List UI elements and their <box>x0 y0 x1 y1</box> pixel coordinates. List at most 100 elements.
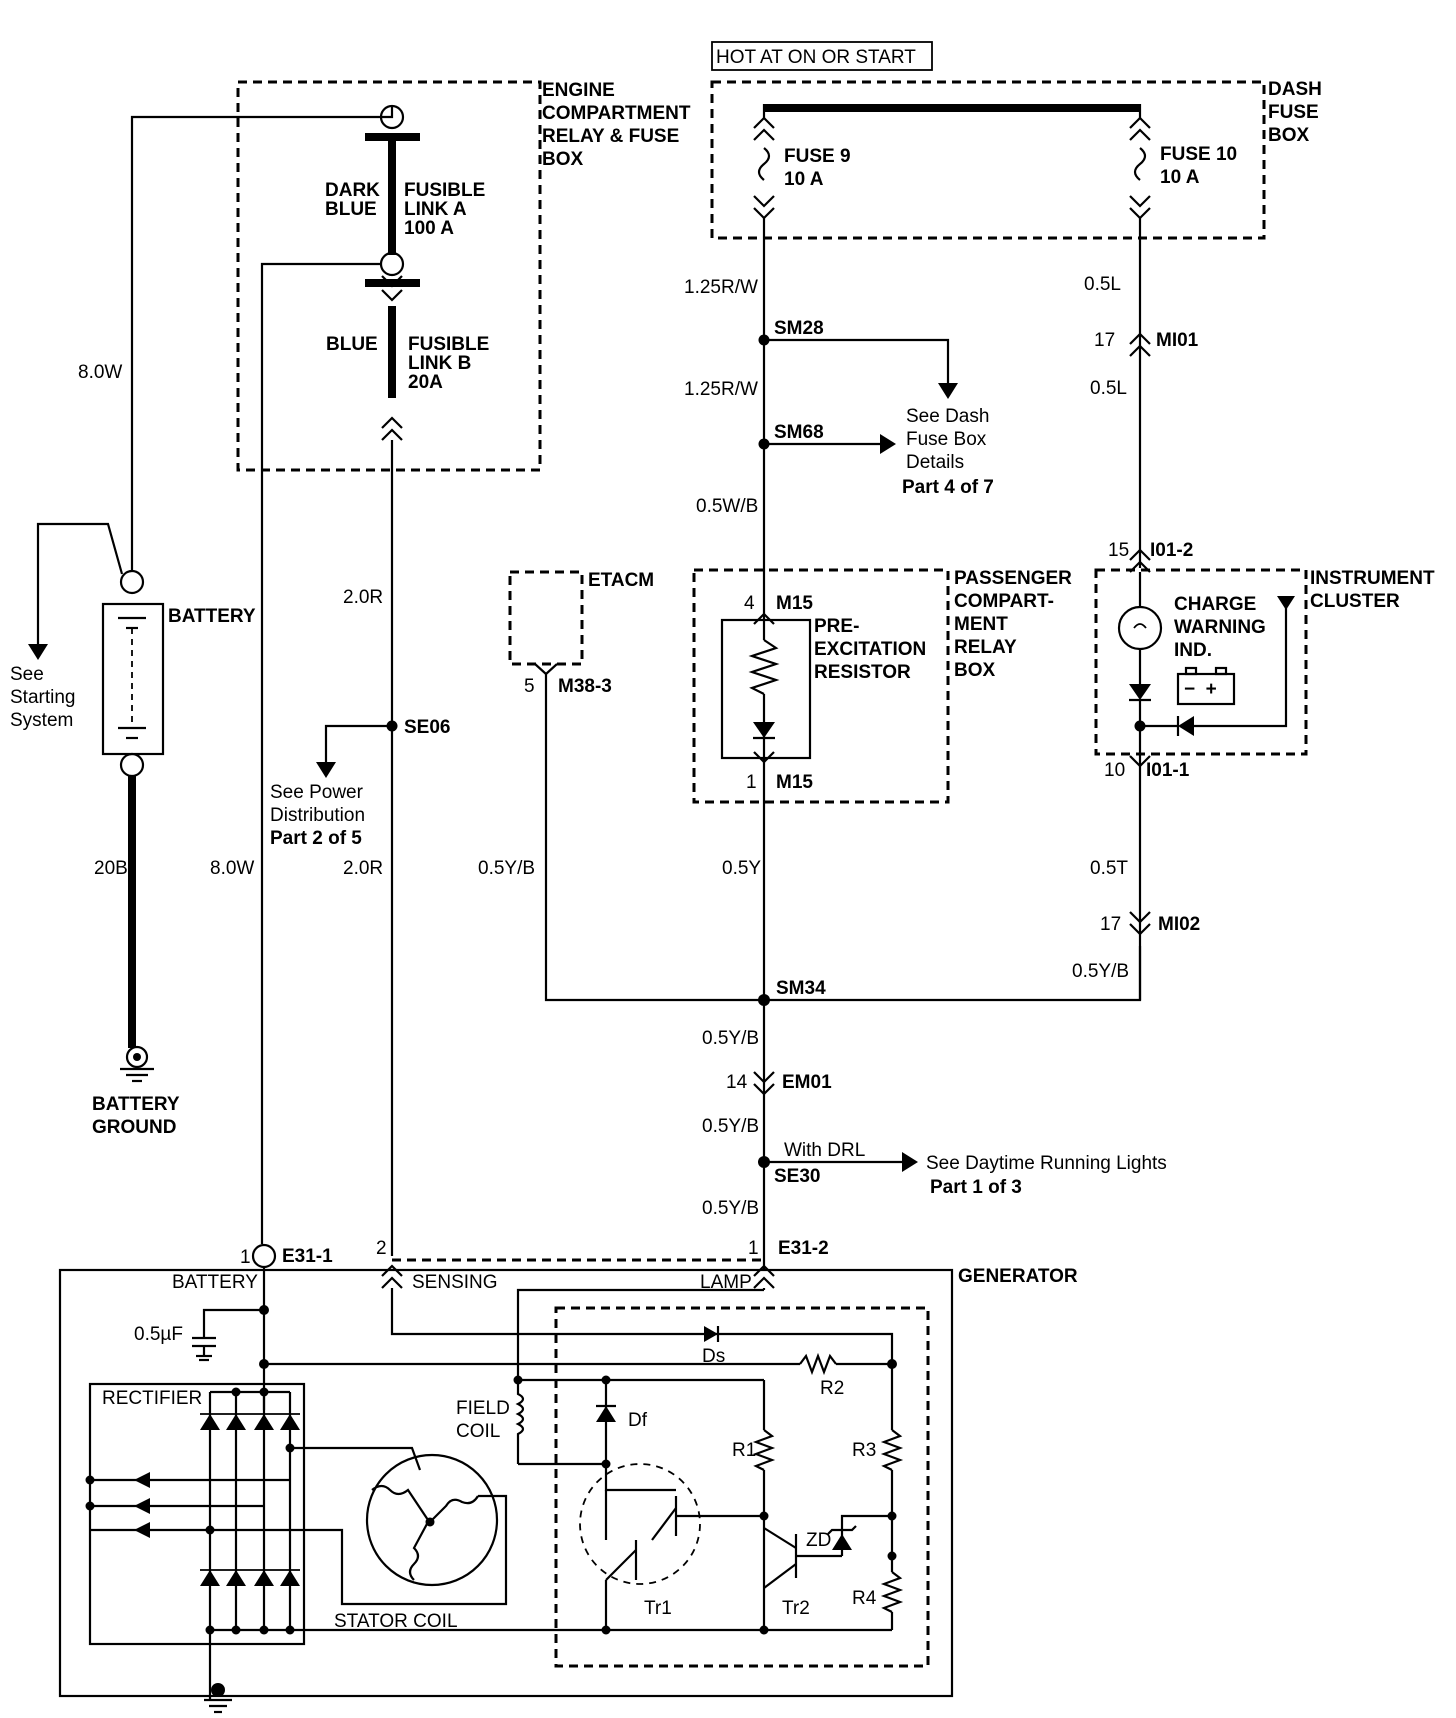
splice-se06-label: SE06 <box>404 717 450 738</box>
wire-label-0-5yb-etacm: 0.5Y/B <box>478 858 535 879</box>
ref-drl-2: Part 1 of 3 <box>930 1177 1022 1198</box>
battery-ground-label-1: BATTERY <box>92 1094 180 1115</box>
wire-label-2-0r-top: 2.0R <box>343 587 383 608</box>
wire-8-0w-gen <box>260 262 381 1244</box>
battery: BATTERY <box>101 569 256 778</box>
svg-text:− +: − + <box>1184 679 1217 700</box>
fuse10-name: FUSE 10 <box>1160 144 1237 165</box>
arrow-drl-icon <box>902 1152 918 1172</box>
wire-label-0-5yb-3: 0.5Y/B <box>702 1198 759 1219</box>
r1-label: R1 <box>732 1440 756 1461</box>
wire-label-0-5yb-1: 0.5Y/B <box>702 1028 759 1049</box>
stator-coil: STATOR COIL <box>236 1446 508 1632</box>
fusible-link-b: BLUE FUSIBLE LINK B 20A <box>326 275 489 441</box>
link-a-color-2: BLUE <box>325 199 377 220</box>
passenger-box-label-4: RELAY <box>954 637 1017 658</box>
regulator-ic-box <box>554 1306 930 1668</box>
diode-ds-icon <box>704 1326 718 1342</box>
instrument-cluster: INSTRUMENT CLUSTER <box>1094 568 1435 756</box>
ref-starting-2: Starting <box>10 687 75 708</box>
wire-8-0w-top <box>130 106 394 570</box>
r3-label: R3 <box>852 1440 876 1461</box>
i01-2-label: I01-2 <box>1150 540 1193 561</box>
battery-label: BATTERY <box>168 606 256 627</box>
tr1-darlington-outline <box>579 1463 701 1585</box>
splice-sm34 <box>758 994 770 1006</box>
wire-label-1-25rw-b: 1.25R/W <box>684 379 758 400</box>
mi01-label: MI01 <box>1156 330 1199 351</box>
mi01-pin: 17 <box>1094 330 1115 351</box>
wire-label-0-5wb: 0.5W/B <box>696 496 758 517</box>
wire-label-8-0w-top: 8.0W <box>78 362 122 383</box>
em01-pin: 14 <box>726 1072 748 1093</box>
splice-se30-label: SE30 <box>774 1166 820 1187</box>
m38-3-pin: 5 <box>524 676 535 697</box>
link-a-color-1: DARK <box>325 180 380 201</box>
mi02-pin: 17 <box>1100 914 1121 935</box>
fuse9-name: FUSE 9 <box>784 146 851 167</box>
engine-compartment-box: ENGINE COMPARTMENT RELAY & FUSE BOX <box>236 80 691 472</box>
rectifier-label: RECTIFIER <box>102 1388 202 1409</box>
mi02-label: MI02 <box>1158 914 1200 935</box>
dash-box-label-2: FUSE <box>1268 102 1319 123</box>
ref-starting-3: System <box>10 710 73 731</box>
fuse9-rating: 10 A <box>784 169 824 190</box>
arrow-dash-fuse-details-icon <box>880 434 896 454</box>
resistor-r1-icon <box>752 1429 776 1471</box>
e31-2-pin: 1 <box>748 1238 759 1259</box>
pre-excitation-label-2: EXCITATION <box>814 639 926 660</box>
tr2-label: Tr2 <box>782 1598 810 1619</box>
dash-fuse-box: DASH FUSE BOX <box>710 79 1322 240</box>
engine-box-label-1: ENGINE <box>542 80 615 101</box>
ref-dash-fuse-1: See Dash <box>906 406 989 427</box>
passenger-box-label-3: MENT <box>954 614 1008 635</box>
wire-label-0-5yb-cluster: 0.5Y/B <box>1072 961 1129 982</box>
passenger-relay-box: PASSENGER COMPART- MENT RELAY BOX <box>692 568 1072 804</box>
wire-label-0-5t: 0.5T <box>1090 858 1128 879</box>
fuse-9: FUSE 9 10 A <box>753 104 851 220</box>
field-coil-label-2: COIL <box>456 1421 500 1442</box>
resistor-r3-icon <box>880 1429 904 1471</box>
ref-drl-1: See Daytime Running Lights <box>926 1153 1167 1174</box>
wire-label-0-5yb-2: 0.5Y/B <box>702 1116 759 1137</box>
m15-top-pin: 4 <box>744 593 755 614</box>
engine-box-label-4: BOX <box>542 149 584 170</box>
ref-dash-fuse-3: Details <box>906 452 964 473</box>
ds-label: Ds <box>702 1346 725 1367</box>
wire-label-8-0w-low: 8.0W <box>210 858 254 879</box>
generator: GENERATOR <box>58 1266 1078 1698</box>
pre-excitation-label-1: PRE- <box>814 616 859 637</box>
indicator-diode-icon <box>1129 684 1151 700</box>
link-a-name-3: 100 A <box>404 218 454 239</box>
ref-power-dist-2: Distribution <box>270 805 365 826</box>
wire-label-0-5l-b: 0.5L <box>1090 378 1127 399</box>
charge-warning-label-1: CHARGE <box>1174 594 1256 615</box>
ref-power-dist-3: Part 2 of 5 <box>270 828 362 849</box>
df-label: Df <box>628 1410 648 1431</box>
fuse-10: FUSE 10 10 A <box>1129 104 1237 220</box>
generator-ground-icon <box>211 1683 225 1697</box>
splice-sm34-label: SM34 <box>776 978 826 999</box>
i01-1-label: I01-1 <box>1146 760 1190 781</box>
em01-label: EM01 <box>782 1072 832 1093</box>
arrow-power-distribution-icon <box>316 762 336 778</box>
battery-ground-icon <box>120 1045 154 1083</box>
charge-warning-label-3: IND. <box>1174 640 1212 661</box>
battery-symbol-icon <box>1176 672 1236 706</box>
link-b-name-2: LINK B <box>408 353 471 374</box>
link-b-name-1: FUSIBLE <box>408 334 489 355</box>
cluster-label-2: CLUSTER <box>1310 591 1400 612</box>
ref-dash-fuse-2: Fuse Box <box>906 429 987 450</box>
fusible-link-a: DARK BLUE FUSIBLE LINK A 100 A <box>325 104 485 277</box>
charge-warning-label-2: WARNING <box>1174 617 1266 638</box>
arrow-dash-fuse-icon <box>938 383 958 399</box>
generator-sensing-pin: SENSING <box>412 1272 498 1293</box>
arrow-starting-system-icon <box>28 644 48 660</box>
zd-label: ZD <box>806 1530 831 1551</box>
etacm-module: ETACM <box>508 570 654 676</box>
resistor-r4-icon <box>880 1571 904 1613</box>
m15-top-label: M15 <box>776 593 813 614</box>
wire-label-0-5y: 0.5Y <box>722 858 761 879</box>
i01-1-pin: 10 <box>1104 760 1125 781</box>
